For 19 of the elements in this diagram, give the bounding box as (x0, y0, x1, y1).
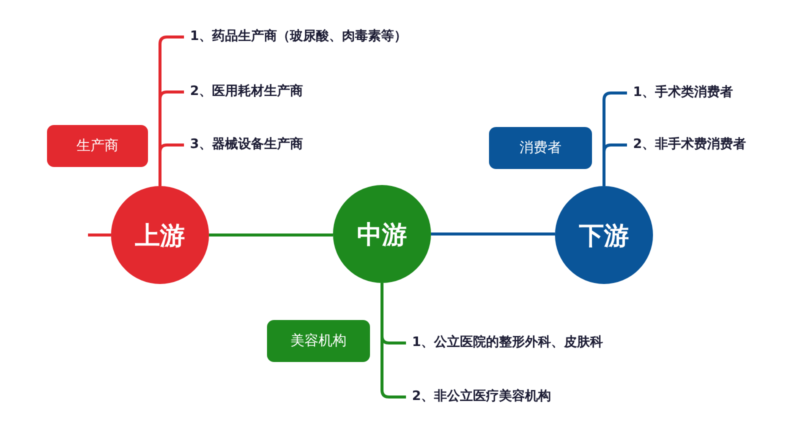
connector-line (431, 232, 555, 236)
category-tag: 美容机构 (267, 320, 370, 362)
list-item-text: 1、公立医院的整形外科、皮肤科 (412, 334, 604, 352)
list-item-text: 2、非公立医疗美容机构 (412, 388, 552, 406)
connector-line (380, 283, 406, 398)
list-item-text: 2、医用耗材生产商 (190, 83, 304, 101)
category-tag: 消费者 (489, 127, 592, 169)
stage-circle: 下游 (555, 186, 653, 284)
stage-circle: 中游 (333, 185, 431, 283)
category-tag: 生产商 (47, 125, 148, 167)
list-item-text: 1、药品生产商（玻尿酸、肉毒素等） (190, 28, 408, 46)
stage-circle: 上游 (111, 186, 209, 284)
list-item-text: 3、器械设备生产商 (190, 136, 304, 154)
list-item-text: 2、非手术费消费者 (633, 136, 746, 154)
connector-line (88, 234, 111, 236)
list-item-text: 1、手术类消费者 (633, 84, 734, 102)
connector-line (209, 234, 333, 236)
connector-line (158, 144, 184, 186)
connector-line (602, 144, 627, 186)
